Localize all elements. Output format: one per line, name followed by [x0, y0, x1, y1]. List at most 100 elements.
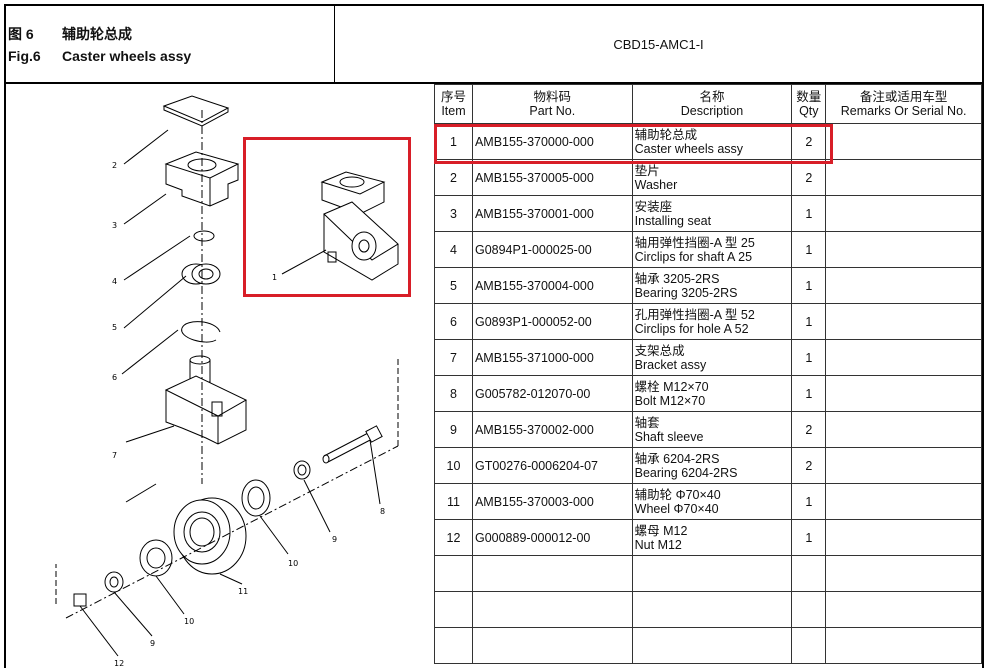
cell-part-no — [471, 591, 633, 628]
cell-part-no: AMB155-371000-000 — [471, 339, 633, 376]
cell-item: 10 — [434, 447, 473, 484]
shaft-sleeve-lower-drawing — [104, 571, 124, 593]
cell-remarks — [825, 195, 982, 232]
cell-part-no: AMB155-370001-000 — [471, 195, 633, 232]
cell-item: 8 — [434, 375, 473, 412]
cell-part-no: G000889-000012-00 — [471, 519, 633, 556]
cell-qty: 1 — [791, 483, 827, 520]
cell-part-no: GT00276-0006204-07 — [471, 447, 633, 484]
table-row — [434, 627, 982, 664]
cell-qty: 2 — [791, 123, 827, 160]
cell-qty: 1 — [791, 303, 827, 340]
figure-name-cn: 辅助轮总成 — [62, 26, 132, 42]
callout-1: 1 — [272, 273, 277, 282]
cell-description — [631, 591, 793, 628]
callout-10-upper: 10 — [288, 559, 298, 568]
cell-item: 6 — [434, 303, 473, 340]
cell-item: 12 — [434, 519, 473, 556]
bracket-drawing — [164, 355, 248, 445]
cell-item: 3 — [434, 195, 473, 232]
circlip-shaft-drawing — [193, 230, 215, 242]
cell-remarks — [825, 267, 982, 304]
cell-qty: 1 — [791, 267, 827, 304]
cell-item: 4 — [434, 231, 473, 268]
bolt-drawing — [322, 425, 383, 464]
callout-4: 4 — [112, 277, 117, 286]
callout-3: 3 — [112, 221, 117, 230]
callout-7: 7 — [112, 451, 117, 460]
figure-label-en: Fig.6 — [8, 48, 41, 64]
callout-10-lower: 10 — [184, 617, 194, 626]
cell-part-no: AMB155-370005-000 — [471, 159, 633, 196]
cell-remarks — [825, 447, 982, 484]
nut-drawing — [73, 593, 87, 607]
cell-qty: 2 — [791, 159, 827, 196]
cell-remarks — [825, 159, 982, 196]
cell-item: 7 — [434, 339, 473, 376]
cell-qty: 1 — [791, 231, 827, 268]
cell-qty: 2 — [791, 447, 827, 484]
cell-remarks — [825, 483, 982, 520]
cell-part-no — [471, 555, 633, 592]
cell-qty: 1 — [791, 375, 827, 412]
callout-9-upper: 9 — [332, 535, 337, 544]
cell-remarks — [825, 519, 982, 556]
callout-11: 11 — [238, 587, 248, 596]
bearing-drawing — [181, 263, 221, 285]
cell-remarks — [825, 339, 982, 376]
cell-remarks — [825, 231, 982, 268]
cell-part-no: AMB155-370002-000 — [471, 411, 633, 448]
cell-item — [434, 555, 473, 592]
cell-qty: 1 — [791, 195, 827, 232]
bearing-upper-drawing — [241, 479, 271, 517]
cell-item — [434, 591, 473, 628]
callout-9-lower: 9 — [150, 639, 155, 648]
shaft-sleeve-upper-drawing — [293, 460, 311, 480]
cell-description — [631, 555, 793, 592]
cell-remarks — [825, 591, 982, 628]
model-number: CBD15-AMC1-I — [613, 36, 704, 52]
cell-item: 5 — [434, 267, 473, 304]
exploded-view-drawing: 1 2 3 4 5 6 7 8 9 10 11 9 10 12 — [55, 95, 399, 668]
highlight-drawing-box — [243, 137, 411, 297]
figure-label-cn: 图 6 — [8, 26, 34, 42]
callout-2: 2 — [112, 161, 117, 170]
cell-remarks — [825, 303, 982, 340]
table-row — [434, 591, 982, 628]
circlip-hole-drawing — [181, 321, 221, 343]
cell-part-no: AMB155-370003-000 — [471, 483, 633, 520]
cell-part-no: AMB155-370004-000 — [471, 267, 633, 304]
callout-5: 5 — [112, 323, 117, 332]
cell-item: 11 — [434, 483, 473, 520]
cell-part-no: G0893P1-000052-00 — [471, 303, 633, 340]
